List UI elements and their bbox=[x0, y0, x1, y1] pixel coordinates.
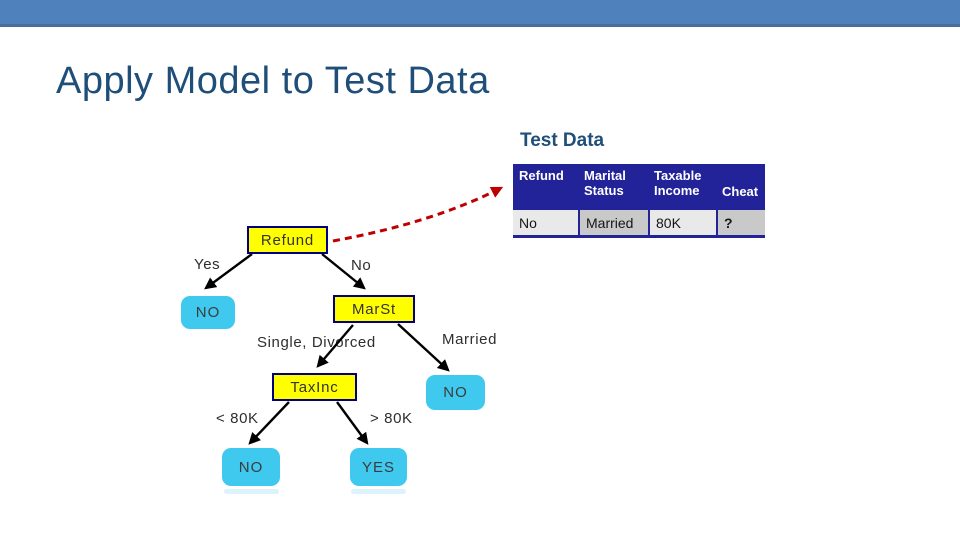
edge-label-lt-80k: < 80K bbox=[216, 410, 259, 427]
edge-taxinc-gt80k bbox=[336, 401, 369, 445]
edge-marst-married bbox=[397, 323, 450, 372]
edge-label-married: Married bbox=[442, 331, 498, 348]
tree-leaf-no-root: NO bbox=[181, 296, 235, 329]
page-title: Apply Model to Test Data bbox=[56, 60, 490, 102]
edge-label-yes: Yes bbox=[194, 256, 221, 273]
table-cell-taxable-income: 80K bbox=[648, 210, 716, 238]
table-header-taxable-income: Taxable Income bbox=[648, 164, 716, 210]
edge-label-gt-80k: > 80K bbox=[370, 410, 413, 427]
trace-arrow-refund-to-table bbox=[332, 186, 504, 243]
tree-node-taxinc: TaxInc bbox=[272, 373, 357, 401]
edge-label-no: No bbox=[351, 257, 372, 274]
table-header-refund: Refund bbox=[513, 164, 578, 210]
top-accent-band bbox=[0, 0, 960, 27]
tree-node-refund: Refund bbox=[247, 226, 328, 254]
table-cell-refund: No bbox=[513, 210, 578, 238]
leaf-reflection bbox=[351, 489, 406, 494]
tree-leaf-no-married: NO bbox=[426, 375, 485, 410]
tree-leaf-yes-gt80k: YES bbox=[350, 448, 407, 486]
table-cell-cheat: ? bbox=[716, 210, 765, 238]
table-header-cheat: Cheat bbox=[716, 164, 765, 210]
tree-node-marst: MarSt bbox=[333, 295, 415, 323]
edge-label-single-divorced: Single, Divorced bbox=[257, 334, 376, 351]
leaf-reflection bbox=[224, 489, 279, 494]
table-cell-marital-status: Married bbox=[578, 210, 648, 238]
tree-leaf-no-lt80k: NO bbox=[222, 448, 280, 486]
test-data-caption: Test Data bbox=[520, 130, 605, 151]
table-header-marital-status: Marital Status bbox=[578, 164, 648, 210]
test-data-table: Refund Marital Status Taxable Income Che… bbox=[513, 164, 765, 238]
